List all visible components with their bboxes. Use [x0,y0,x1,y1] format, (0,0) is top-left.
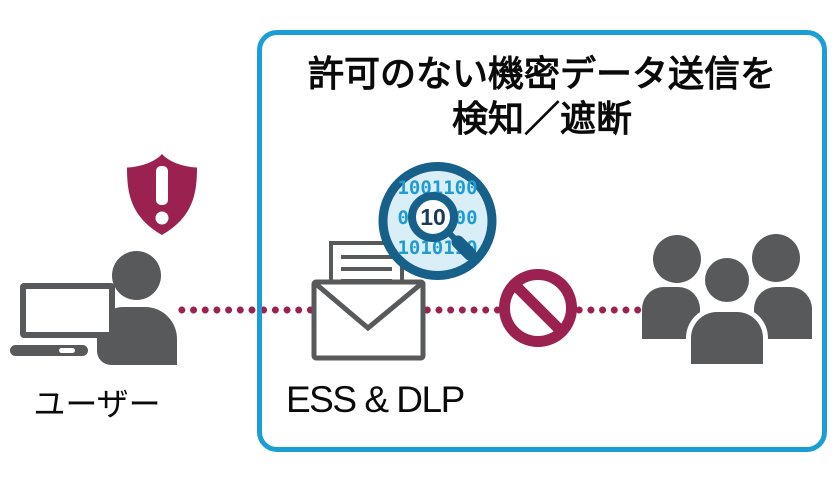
detection-title-line1: 許可のない機密データ送信を [307,53,776,94]
detection-title: 許可のない機密データ送信を 検知／遮断 [257,51,827,141]
email-envelope-icon [311,240,426,366]
recipient-head-right [752,234,800,282]
exclamation-dot [155,211,169,225]
user-label: ユーザー [33,386,161,422]
binary-magnifier-icon: 1001100 0010100 1010110 10 [374,157,502,290]
binary-line-1: 1001100 [397,177,477,199]
recipient-head-front [705,258,749,302]
laptop-base-icon [10,345,88,356]
block-slash [510,280,566,336]
recipient-head-left [653,235,701,283]
envelope-body [311,279,426,361]
laptop-screen-icon [20,283,115,338]
recipient-body-left [642,287,700,339]
exclamation-bar [156,166,168,205]
block-icon [494,264,582,357]
alert-shield-icon [122,151,202,241]
magnifier-handle-grip [451,235,477,261]
envelope-flap [314,282,423,332]
user-head [112,251,161,300]
lens-value: 10 [420,204,446,230]
recipient-body-right [754,287,812,339]
magnifier-lens [408,192,458,242]
recipient-body-front [691,312,763,364]
gateway-label: ESS & DLP [286,379,465,420]
laptop-hinge-slot [59,348,75,353]
detection-title-line2: 検知／遮断 [451,98,632,139]
